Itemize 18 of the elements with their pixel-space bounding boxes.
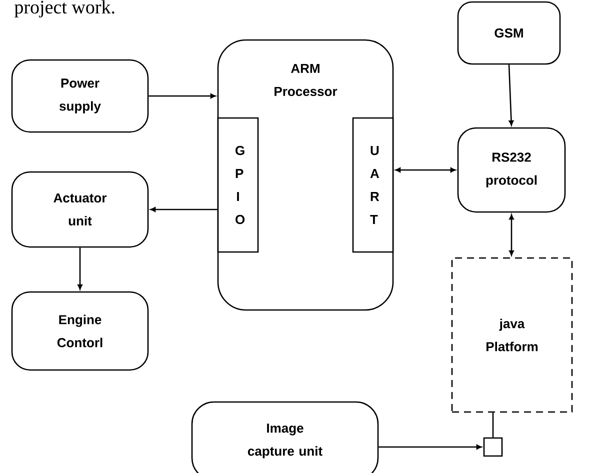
process-box: Power supply [11, 59, 149, 133]
arrow [395, 168, 456, 172]
process-box: Image capture unit [191, 401, 379, 473]
process-box: Actuator unit [11, 171, 149, 248]
arrow [509, 214, 514, 256]
process-box: GSM [457, 1, 561, 65]
arrow [378, 444, 482, 450]
arrow [150, 207, 218, 212]
text-line: project work. [14, 0, 114, 18]
port-box: G P I O [217, 117, 259, 253]
arrow [78, 248, 82, 290]
arrow [148, 94, 216, 98]
process-box: Engine Contorl [11, 291, 149, 371]
dashed-box: java Platform [451, 257, 573, 413]
process-box: RS232 protocol [457, 127, 566, 213]
connector-square [483, 437, 503, 457]
port-box: U A R T [352, 117, 394, 253]
arrow [508, 64, 514, 126]
